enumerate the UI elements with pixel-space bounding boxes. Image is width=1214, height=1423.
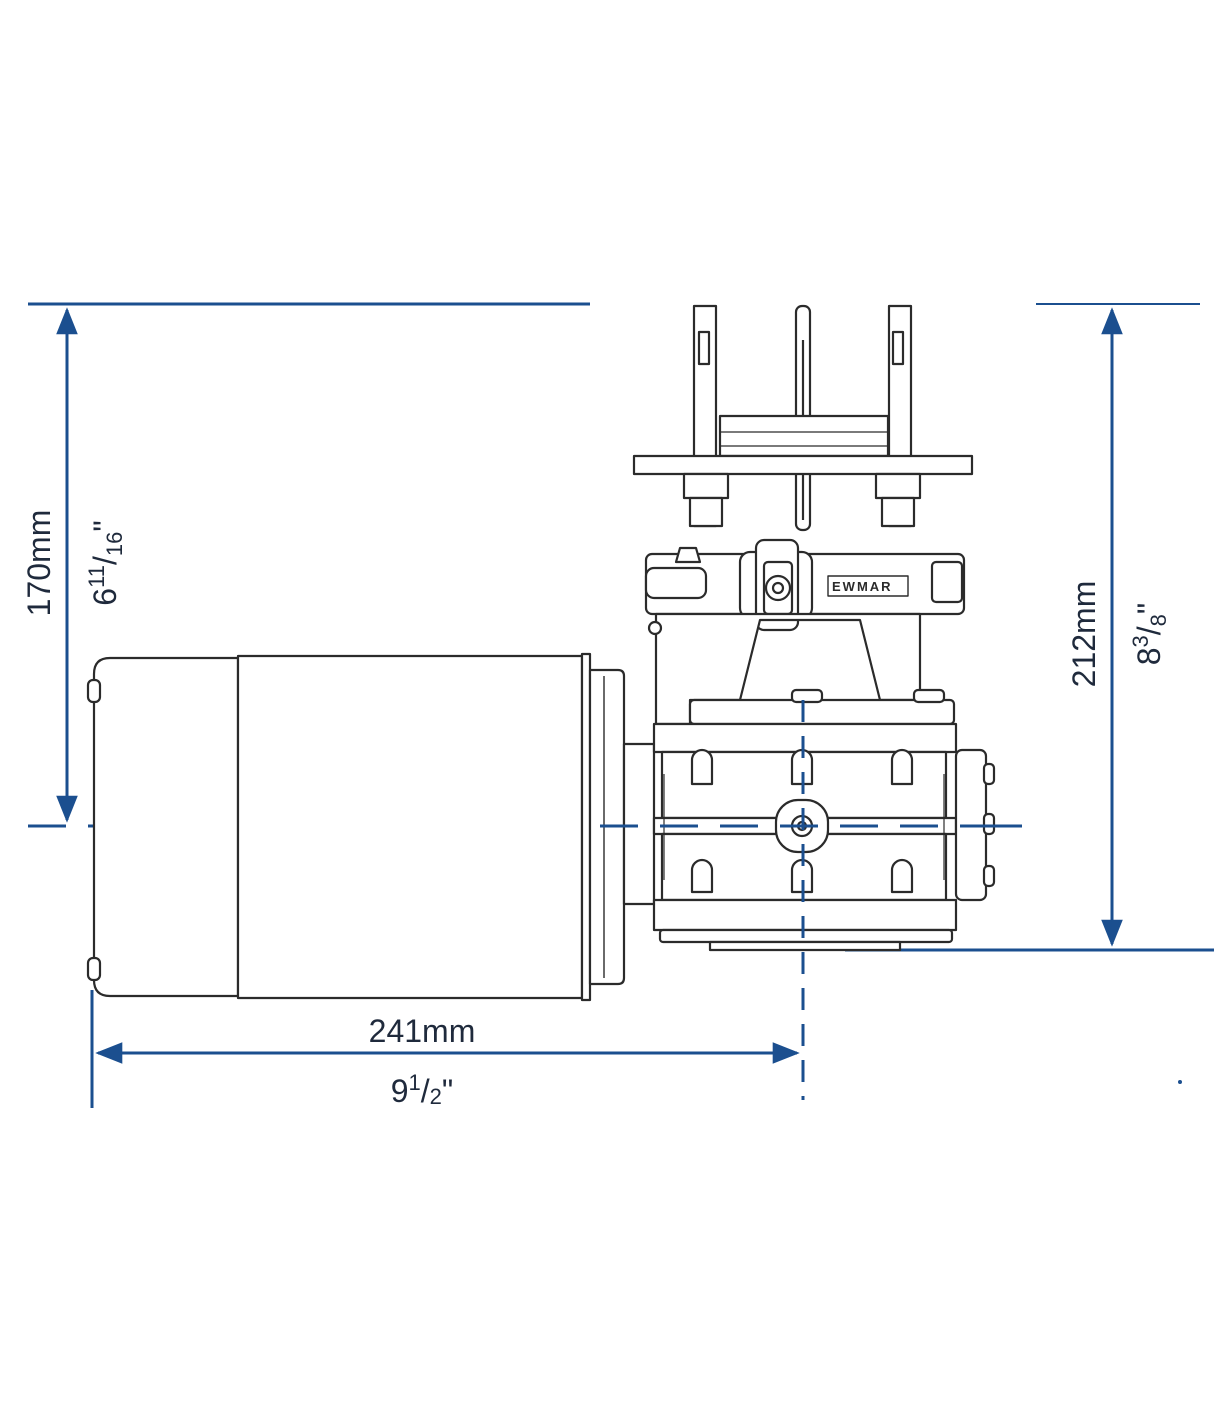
dim-170-in-label: 611/16" (84, 520, 127, 605)
gypsy-assembly: EWMAR (644, 538, 966, 632)
dimension-labels: 170mm 611/16" 212mm 83/8" 241mm 91/2" (21, 510, 1171, 1109)
dim-241-mm-label: 241mm (369, 1013, 476, 1049)
gearbox (652, 688, 996, 952)
winch-outline: EWMAR (86, 304, 996, 1002)
dim-170-mm-label: 170mm (21, 510, 57, 617)
center-line-overlay (600, 700, 1022, 960)
deck-plate (632, 454, 974, 476)
motor (86, 652, 656, 1002)
dim-241-in-label: 91/2" (391, 1070, 454, 1109)
dim-212-in-label: 83/8" (1128, 603, 1171, 666)
stray-dot (1178, 1080, 1182, 1084)
stud-nuts (682, 472, 922, 528)
dim-212-mm-label: 212mm (1066, 581, 1102, 688)
brand-plate-text: EWMAR (832, 579, 893, 594)
